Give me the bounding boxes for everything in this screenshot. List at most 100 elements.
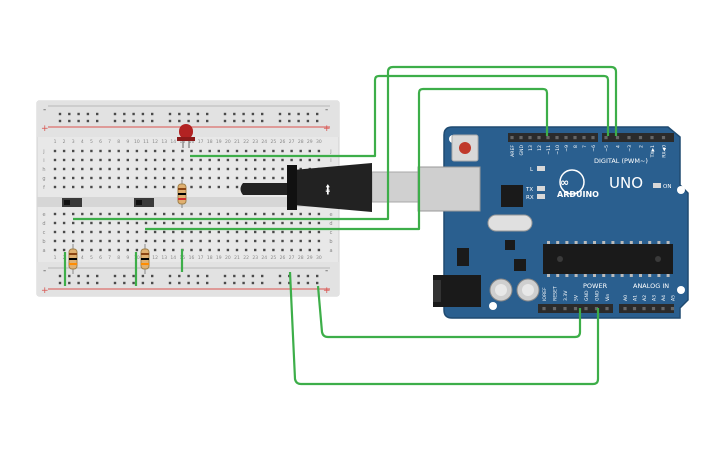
terminal-hole[interactable]: [208, 185, 211, 189]
terminal-hole[interactable]: [172, 212, 175, 216]
terminal-hole[interactable]: [90, 221, 93, 225]
terminal-hole[interactable]: [272, 158, 275, 162]
terminal-hole[interactable]: [244, 239, 248, 243]
terminal-hole[interactable]: [53, 248, 57, 252]
rail-hole[interactable]: [187, 274, 190, 278]
terminal-hole[interactable]: [199, 158, 202, 162]
red-led[interactable]: [177, 124, 195, 148]
terminal-hole[interactable]: [317, 248, 321, 252]
terminal-hole[interactable]: [217, 230, 220, 234]
terminal-hole[interactable]: [117, 176, 120, 180]
terminal-hole[interactable]: [53, 230, 57, 234]
terminal-hole[interactable]: [90, 167, 93, 171]
terminal-hole[interactable]: [172, 158, 175, 162]
terminal-hole[interactable]: [126, 230, 129, 234]
terminal-hole[interactable]: [290, 158, 293, 162]
terminal-hole[interactable]: [99, 176, 102, 180]
terminal-hole[interactable]: [208, 158, 211, 162]
terminal-hole[interactable]: [53, 221, 57, 225]
rail-hole[interactable]: [141, 112, 145, 116]
terminal-hole[interactable]: [226, 248, 230, 252]
terminal-hole[interactable]: [108, 149, 111, 153]
terminal-hole[interactable]: [290, 149, 293, 153]
terminal-hole[interactable]: [199, 149, 202, 153]
slide-switch-left[interactable]: [62, 198, 82, 207]
rail-hole[interactable]: [123, 274, 126, 278]
resistor-top[interactable]: [177, 180, 187, 208]
terminal-hole[interactable]: [290, 230, 293, 234]
terminal-hole[interactable]: [263, 221, 266, 225]
terminal-hole[interactable]: [190, 239, 193, 243]
terminal-hole[interactable]: [53, 185, 57, 189]
terminal-hole[interactable]: [62, 230, 66, 234]
terminal-hole[interactable]: [81, 185, 84, 189]
rail-hole[interactable]: [278, 274, 282, 278]
terminal-hole[interactable]: [217, 176, 220, 180]
terminal-hole[interactable]: [226, 221, 230, 225]
rail-hole[interactable]: [297, 119, 300, 123]
terminal-hole[interactable]: [117, 248, 120, 252]
rail-hole[interactable]: [261, 112, 264, 116]
wire-switch1-to-pin6[interactable]: [73, 65, 618, 221]
terminal-hole[interactable]: [208, 230, 211, 234]
terminal-hole[interactable]: [135, 158, 139, 162]
terminal-hole[interactable]: [217, 239, 220, 243]
terminal-hole[interactable]: [317, 221, 321, 225]
rail-hole[interactable]: [316, 112, 319, 116]
terminal-hole[interactable]: [126, 248, 129, 252]
terminal-hole[interactable]: [163, 185, 166, 189]
terminal-hole[interactable]: [199, 230, 202, 234]
terminal-hole[interactable]: [308, 221, 311, 225]
terminal-hole[interactable]: [181, 221, 184, 225]
rail-hole[interactable]: [113, 281, 117, 285]
rail-hole[interactable]: [233, 119, 236, 123]
terminal-hole[interactable]: [235, 221, 239, 225]
rail-hole[interactable]: [96, 119, 99, 123]
terminal-hole[interactable]: [135, 185, 139, 189]
terminal-hole[interactable]: [199, 167, 202, 171]
terminal-hole[interactable]: [226, 239, 230, 243]
terminal-hole[interactable]: [263, 176, 266, 180]
terminal-hole[interactable]: [235, 149, 239, 153]
terminal-hole[interactable]: [144, 239, 148, 243]
terminal-hole[interactable]: [99, 167, 102, 171]
terminal-hole[interactable]: [62, 212, 66, 216]
terminal-hole[interactable]: [172, 176, 175, 180]
terminal-hole[interactable]: [62, 167, 66, 171]
terminal-hole[interactable]: [81, 158, 84, 162]
terminal-hole[interactable]: [226, 158, 230, 162]
terminal-hole[interactable]: [308, 212, 311, 216]
header-pin[interactable]: [519, 136, 523, 140]
rail-hole[interactable]: [96, 274, 99, 278]
terminal-hole[interactable]: [272, 167, 275, 171]
terminal-hole[interactable]: [153, 212, 157, 216]
rail-hole[interactable]: [278, 281, 282, 285]
header-pin[interactable]: [623, 307, 627, 311]
rail-hole[interactable]: [297, 112, 300, 116]
rail-hole[interactable]: [58, 119, 62, 123]
terminal-hole[interactable]: [217, 167, 220, 171]
terminal-hole[interactable]: [217, 185, 220, 189]
rail-hole[interactable]: [187, 281, 190, 285]
header-pin[interactable]: [661, 136, 666, 140]
terminal-hole[interactable]: [81, 248, 84, 252]
terminal-hole[interactable]: [272, 212, 275, 216]
terminal-hole[interactable]: [90, 149, 93, 153]
terminal-hole[interactable]: [254, 230, 257, 234]
terminal-hole[interactable]: [208, 248, 211, 252]
terminal-hole[interactable]: [108, 185, 111, 189]
header-pin[interactable]: [555, 136, 559, 140]
terminal-hole[interactable]: [299, 248, 302, 252]
rail-hole[interactable]: [223, 119, 227, 123]
terminal-hole[interactable]: [208, 221, 211, 225]
rail-hole[interactable]: [206, 112, 209, 116]
terminal-hole[interactable]: [135, 230, 139, 234]
terminal-hole[interactable]: [99, 230, 102, 234]
terminal-hole[interactable]: [81, 176, 84, 180]
rail-hole[interactable]: [316, 281, 319, 285]
rail-hole[interactable]: [132, 112, 135, 116]
digital-header-left[interactable]: [508, 133, 598, 142]
terminal-hole[interactable]: [90, 185, 93, 189]
header-pin[interactable]: [615, 136, 620, 140]
terminal-hole[interactable]: [190, 167, 193, 171]
